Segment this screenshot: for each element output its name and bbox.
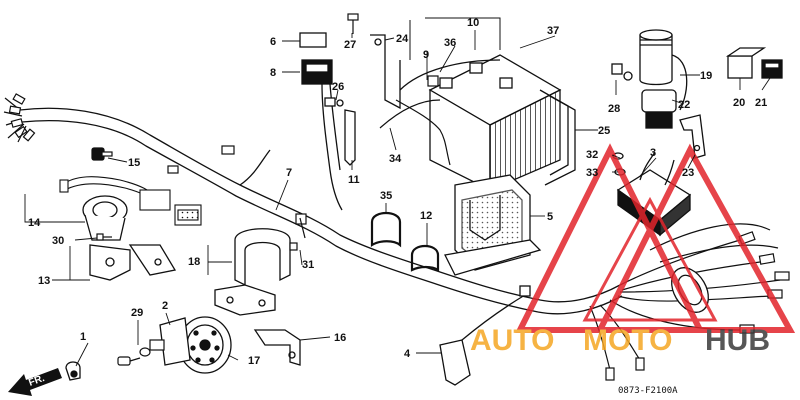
ignition-switch-wires [59, 176, 202, 226]
callout-30: 30 [52, 235, 64, 247]
bolt-31 [289, 217, 306, 251]
callout-25: 25 [598, 125, 610, 137]
battery-stay [370, 34, 401, 110]
callout-26: 26 [332, 81, 344, 93]
watermark-part2: MOTO [583, 324, 672, 357]
callout-16: 16 [334, 332, 346, 344]
horn [159, 316, 232, 374]
starter-relay-cable [336, 99, 356, 166]
regulator-bracket [214, 228, 291, 316]
callout-17: 17 [248, 355, 260, 367]
callout-36: 36 [444, 37, 456, 49]
callout-35: 35 [380, 190, 392, 202]
ignition-coil [611, 29, 688, 129]
callout-21: 21 [755, 97, 767, 109]
callout-33: 33 [586, 167, 598, 179]
bolt-27 [347, 13, 359, 34]
battery-holder-lines [409, 17, 501, 60]
ignition-key [91, 147, 113, 161]
callout-2: 2 [162, 300, 168, 312]
callout-4: 4 [404, 348, 411, 360]
callout-28: 28 [608, 103, 620, 115]
battery-band [539, 89, 576, 186]
battery-cables [379, 75, 451, 166]
callout-27: 27 [344, 39, 356, 51]
clamp-35 [370, 211, 402, 248]
diagram-code: 0873-F2100A [618, 386, 678, 396]
main-wire-harness [19, 107, 623, 315]
battery [399, 54, 562, 192]
front-direction-arrow: FR. [8, 368, 62, 396]
callout-23: 23 [682, 167, 694, 179]
callout-34: 34 [389, 153, 402, 165]
ignition-switch [82, 195, 177, 281]
fuse-holder [299, 32, 343, 211]
callout-32: 32 [586, 149, 598, 161]
callout-3: 3 [650, 147, 656, 159]
bolt-30 [96, 233, 112, 241]
callout-19: 19 [700, 70, 712, 82]
clamp-12 [410, 244, 440, 273]
callout-14: 14 [28, 217, 41, 229]
callout-9: 9 [423, 49, 429, 61]
watermark-part1: AUTO [470, 324, 554, 357]
harness-clips [167, 145, 307, 225]
wire-clip-1 [65, 361, 81, 381]
relay-20 [725, 47, 767, 79]
callout-5: 5 [547, 211, 553, 223]
battery-case [444, 174, 542, 276]
callout-12: 12 [420, 210, 432, 222]
callout-37: 37 [547, 25, 559, 37]
callout-31: 31 [302, 259, 314, 271]
callout-6: 6 [270, 36, 276, 48]
callout-15: 15 [128, 157, 140, 169]
relay-21 [761, 59, 783, 79]
callout-24: 24 [396, 33, 409, 45]
horn-bracket [253, 329, 301, 366]
front-direction-label: FR. [27, 373, 46, 389]
callout-8: 8 [270, 67, 276, 79]
callout-10: 10 [467, 17, 479, 29]
spark-plug-cap [439, 285, 531, 386]
horn-mount-parts [117, 339, 165, 366]
harness-terminals-left [3, 93, 36, 143]
callout-13: 13 [38, 275, 50, 287]
callout-11: 11 [348, 174, 360, 186]
callout-7: 7 [286, 167, 292, 179]
leader-lines [24, 30, 771, 367]
callout-labels: 1 2 3 4 5 6 7 8 9 10 11 12 13 14 15 16 1… [28, 17, 767, 367]
callout-18: 18 [188, 256, 200, 268]
callout-22: 22 [678, 99, 690, 111]
watermark: AUTO MOTO HUB [470, 143, 796, 357]
watermark-part3: HUB [705, 324, 770, 357]
callout-29: 29 [131, 307, 143, 319]
callout-20: 20 [733, 97, 745, 109]
callout-1: 1 [80, 331, 86, 343]
